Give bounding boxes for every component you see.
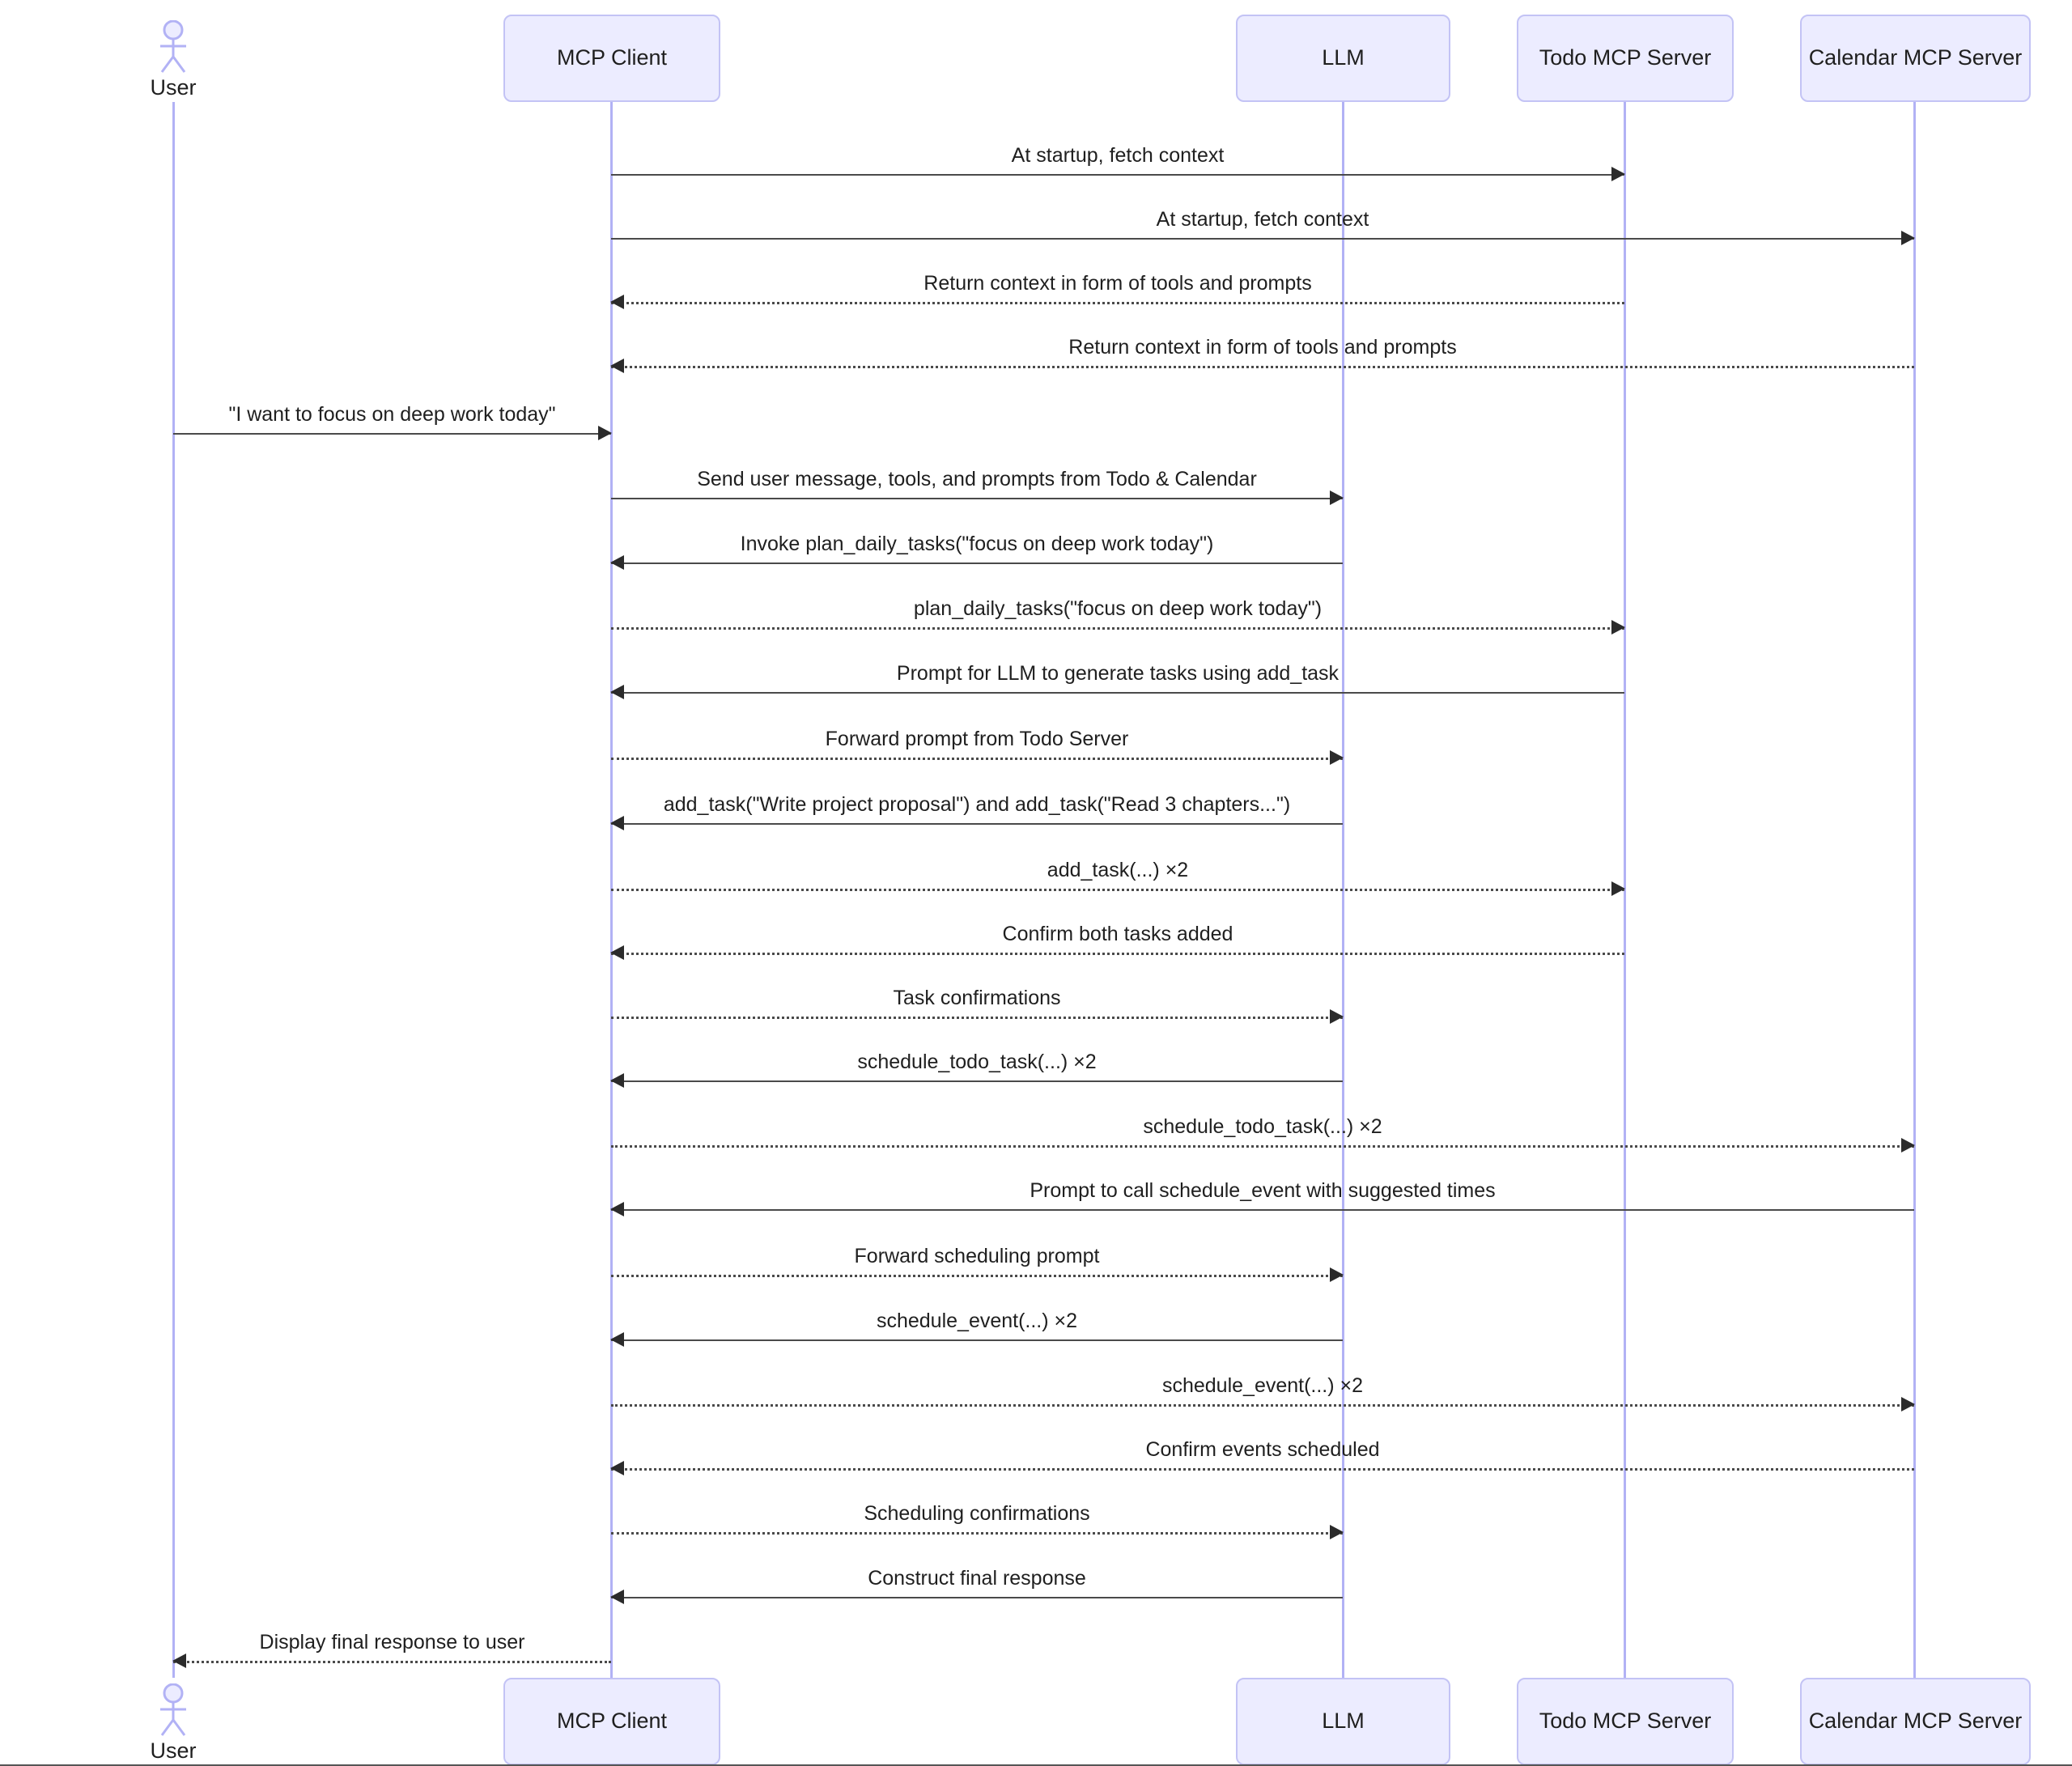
participant-llm-bottom[interactable]: LLM xyxy=(1236,1678,1450,1765)
message-line-20 xyxy=(611,1404,1914,1407)
message-label-22: Scheduling confirmations xyxy=(864,1502,1090,1525)
arrowhead-left-icon xyxy=(610,295,624,309)
arrowhead-right-icon xyxy=(1330,490,1344,505)
message-label-11: add_task("Write project proposal") and a… xyxy=(663,793,1291,816)
actor-label-user: User xyxy=(150,1738,197,1763)
message-label-6: Send user message, tools, and prompts fr… xyxy=(697,468,1257,490)
person-icon xyxy=(155,20,192,74)
message-label-1: At startup, fetch context xyxy=(1011,144,1225,167)
arrowhead-left-icon xyxy=(610,945,624,960)
person-icon xyxy=(155,1683,192,1737)
message-line-21 xyxy=(611,1468,1914,1471)
message-line-24 xyxy=(173,1661,611,1663)
arrowhead-right-icon xyxy=(1330,1267,1344,1282)
message-label-24: Display final response to user xyxy=(259,1631,525,1654)
message-line-10 xyxy=(611,758,1343,760)
message-label-9: Prompt for LLM to generate tasks using a… xyxy=(896,662,1340,685)
message-line-18 xyxy=(611,1275,1343,1277)
message-label-7: Invoke plan_daily_tasks("focus on deep w… xyxy=(740,533,1214,555)
message-label-20: schedule_event(...) ×2 xyxy=(1161,1374,1364,1397)
participant-client-bottom[interactable]: MCP Client xyxy=(503,1678,720,1765)
message-line-8 xyxy=(611,627,1624,630)
message-line-6 xyxy=(611,498,1343,499)
lifeline-user xyxy=(172,102,175,1678)
arrowhead-left-icon xyxy=(610,1202,624,1216)
message-line-17 xyxy=(611,1209,1914,1211)
arrowhead-right-icon xyxy=(1901,1397,1915,1412)
arrowhead-right-icon xyxy=(1611,620,1625,635)
message-line-3 xyxy=(611,302,1624,304)
message-label-19: schedule_event(...) ×2 xyxy=(876,1310,1078,1332)
arrowhead-left-icon xyxy=(610,359,624,373)
message-label-14: Task confirmations xyxy=(893,987,1061,1009)
arrowhead-right-icon xyxy=(1611,881,1625,896)
message-label-13: Confirm both tasks added xyxy=(1002,923,1233,945)
message-line-2 xyxy=(611,238,1914,240)
message-label-17: Prompt to call schedule_event with sugge… xyxy=(1030,1179,1496,1202)
message-line-19 xyxy=(611,1339,1343,1341)
message-label-3: Return context in form of tools and prom… xyxy=(923,272,1312,295)
participant-calendar-top[interactable]: Calendar MCP Server xyxy=(1800,15,2031,102)
arrowhead-left-icon xyxy=(610,1332,624,1347)
arrowhead-left-icon xyxy=(610,555,624,570)
message-label-15: schedule_todo_task(...) ×2 xyxy=(857,1051,1097,1073)
message-line-12 xyxy=(611,889,1624,891)
bottom-divider xyxy=(0,1764,2072,1766)
message-label-4: Return context in form of tools and prom… xyxy=(1068,336,1457,359)
arrowhead-left-icon xyxy=(610,816,624,830)
arrowhead-right-icon xyxy=(1330,1525,1344,1539)
message-line-1 xyxy=(611,174,1624,176)
message-label-16: schedule_todo_task(...) ×2 xyxy=(1143,1115,1382,1138)
participant-todo-top[interactable]: Todo MCP Server xyxy=(1517,15,1734,102)
arrowhead-right-icon xyxy=(1611,167,1625,181)
message-line-15 xyxy=(611,1080,1343,1082)
participant-client-top[interactable]: MCP Client xyxy=(503,15,720,102)
message-label-23: Construct final response xyxy=(868,1567,1086,1590)
message-label-18: Forward scheduling prompt xyxy=(854,1245,1100,1267)
arrowhead-right-icon xyxy=(1901,231,1915,245)
actor-user-top[interactable]: User xyxy=(137,20,210,100)
participant-llm-top[interactable]: LLM xyxy=(1236,15,1450,102)
arrowhead-left-icon xyxy=(610,1590,624,1604)
message-line-11 xyxy=(611,823,1343,825)
message-line-13 xyxy=(611,953,1624,955)
arrowhead-left-icon xyxy=(610,1073,624,1088)
message-line-5 xyxy=(173,433,611,435)
arrowhead-right-icon xyxy=(598,426,612,440)
actor-label-user: User xyxy=(150,75,197,100)
arrowhead-left-icon xyxy=(610,685,624,699)
lifeline-calendar xyxy=(1913,102,1916,1678)
message-line-9 xyxy=(611,692,1624,694)
message-line-4 xyxy=(611,366,1914,368)
arrowhead-right-icon xyxy=(1901,1138,1915,1153)
message-label-2: At startup, fetch context xyxy=(1156,208,1369,231)
message-label-10: Forward prompt from Todo Server xyxy=(825,728,1129,750)
participant-todo-bottom[interactable]: Todo MCP Server xyxy=(1517,1678,1734,1765)
arrowhead-right-icon xyxy=(1330,750,1344,765)
message-line-14 xyxy=(611,1017,1343,1019)
message-line-16 xyxy=(611,1145,1914,1148)
message-line-23 xyxy=(611,1597,1343,1598)
arrowhead-left-icon xyxy=(610,1461,624,1475)
message-label-21: Confirm events scheduled xyxy=(1145,1438,1380,1461)
message-label-12: add_task(...) ×2 xyxy=(1047,859,1189,881)
message-label-8: plan_daily_tasks("focus on deep work tod… xyxy=(913,597,1323,620)
message-line-22 xyxy=(611,1532,1343,1535)
message-label-5: "I want to focus on deep work today" xyxy=(228,403,556,426)
arrowhead-right-icon xyxy=(1330,1009,1344,1024)
actor-user-bottom[interactable]: User xyxy=(137,1683,210,1764)
participant-calendar-bottom[interactable]: Calendar MCP Server xyxy=(1800,1678,2031,1765)
message-line-7 xyxy=(611,562,1343,564)
arrowhead-left-icon xyxy=(172,1654,186,1668)
